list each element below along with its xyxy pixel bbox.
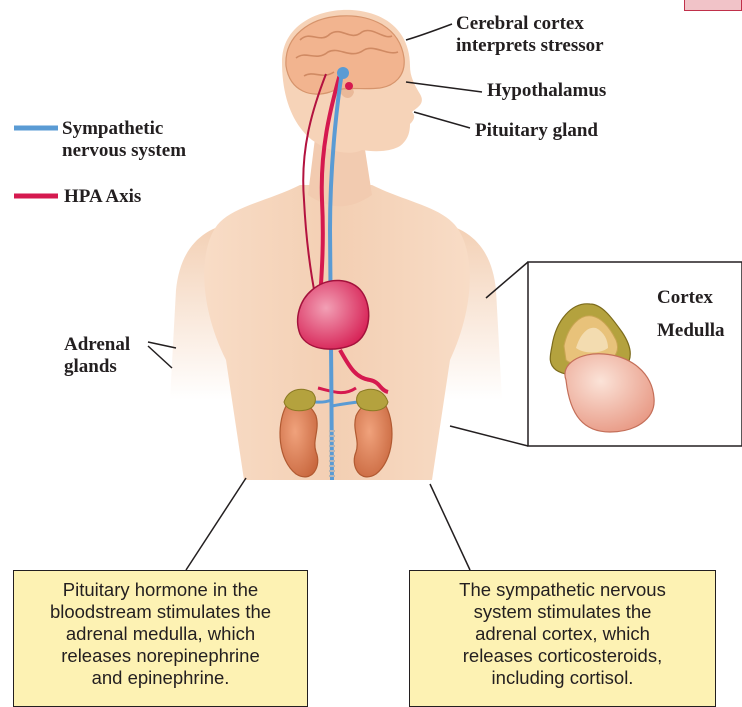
pituitary-marker bbox=[345, 82, 353, 90]
hypothalamus-marker bbox=[337, 67, 349, 79]
label-hypothalamus: Hypothalamus bbox=[487, 80, 606, 102]
label-adrenal-glands: Adrenal glands bbox=[64, 334, 130, 378]
legend bbox=[14, 128, 58, 196]
caption-right: The sympathetic nervous system stimulate… bbox=[409, 570, 716, 707]
label-pituitary: Pituitary gland bbox=[475, 120, 598, 142]
legend-sympathetic-label: Sympathetic nervous system bbox=[62, 118, 186, 162]
legend-hpa-label: HPA Axis bbox=[64, 186, 141, 208]
label-inset-cortex: Cortex bbox=[657, 287, 713, 309]
caption-left: Pituitary hormone in the bloodstream sti… bbox=[13, 570, 308, 707]
label-cerebral-cortex: Cerebral cortex interprets stressor bbox=[456, 13, 604, 57]
label-inset-medulla: Medulla bbox=[657, 320, 725, 342]
